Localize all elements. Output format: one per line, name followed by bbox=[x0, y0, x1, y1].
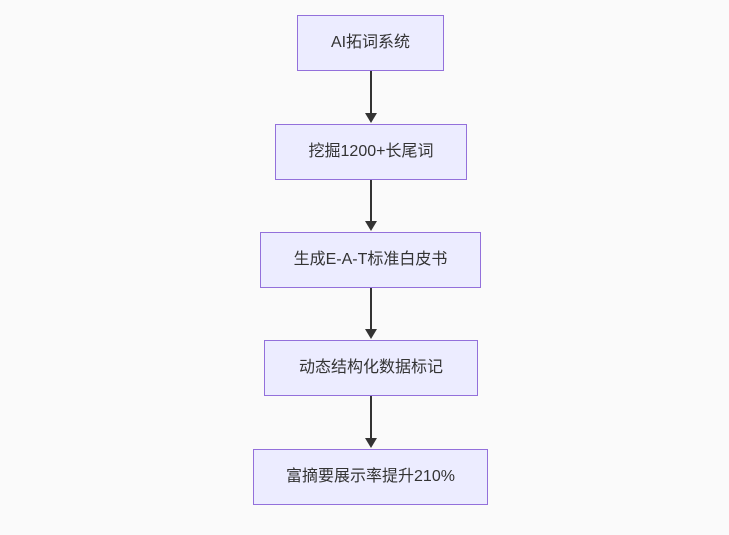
node-label: 动态结构化数据标记 bbox=[298, 359, 443, 377]
arrow-line bbox=[370, 396, 372, 439]
flowchart-node-longtail-mining: 挖掘1200+长尾词 bbox=[275, 124, 467, 180]
flowchart-node-ai-word-system: AI拓词系统 bbox=[297, 15, 444, 71]
flowchart-arrow-2 bbox=[364, 180, 378, 231]
node-label: 挖掘1200+长尾词 bbox=[308, 143, 434, 161]
flowchart-node-eat-whitepaper: 生成E-A-T标准白皮书 bbox=[260, 232, 481, 288]
flowchart-arrow-3 bbox=[364, 288, 378, 339]
arrow-head-down-icon bbox=[365, 221, 377, 231]
node-label: 富摘要展示率提升210% bbox=[286, 468, 455, 486]
arrow-head-down-icon bbox=[365, 113, 377, 123]
flowchart-node-rich-snippet-result: 富摘要展示率提升210% bbox=[253, 449, 488, 505]
flowchart-node-structured-data: 动态结构化数据标记 bbox=[264, 340, 478, 396]
arrow-head-down-icon bbox=[365, 438, 377, 448]
flowchart-arrow-4 bbox=[364, 396, 378, 448]
arrow-line bbox=[370, 288, 372, 330]
arrow-head-down-icon bbox=[365, 329, 377, 339]
arrow-line bbox=[370, 71, 372, 114]
node-label: AI拓词系统 bbox=[330, 34, 411, 52]
arrow-line bbox=[370, 180, 372, 222]
flowchart-arrow-1 bbox=[364, 71, 378, 123]
node-label: 生成E-A-T标准白皮书 bbox=[293, 251, 448, 269]
